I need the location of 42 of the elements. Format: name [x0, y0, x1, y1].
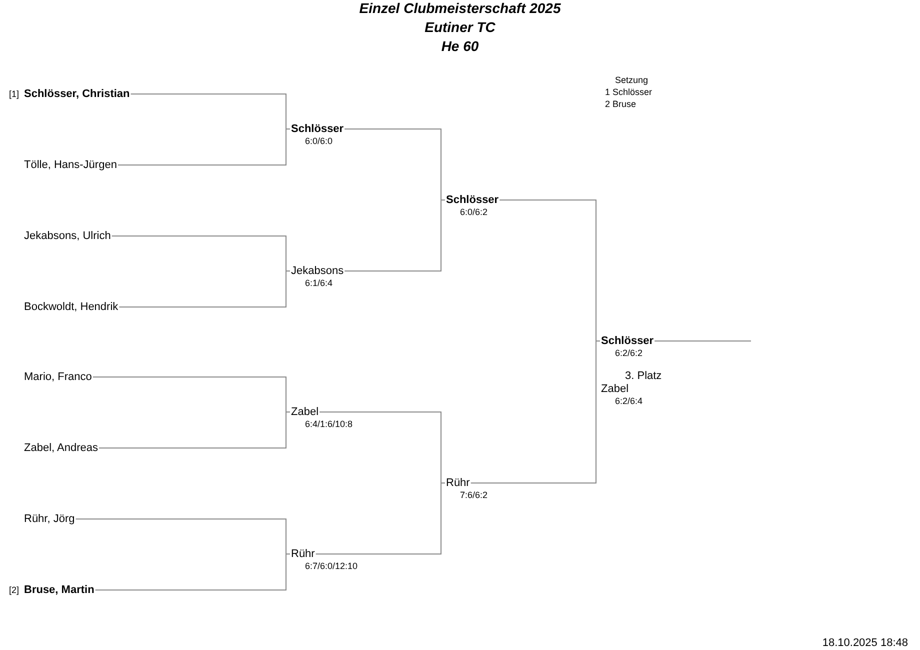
- club-name: Eutiner TC: [424, 19, 496, 36]
- player-name: Bruse, Martin: [24, 583, 94, 597]
- category: He 60: [440, 38, 480, 55]
- match-score: 6:7/6:0/12:10: [305, 561, 358, 572]
- player-name: Zabel: [601, 382, 629, 396]
- bracket-line: [98, 412, 290, 448]
- print-date: 18.10.2025 18:48: [822, 637, 908, 650]
- player-name: Schlösser: [601, 334, 654, 348]
- match-score: 6:2/6:2: [615, 348, 643, 359]
- match-score: 6:0/6:0: [305, 136, 333, 147]
- bracket-line: [315, 482, 446, 554]
- bracket-line: [118, 270, 290, 308]
- player-name: Rühr: [291, 547, 315, 561]
- bracket-line: [654, 340, 752, 342]
- player-name: Schlösser, Christian: [24, 87, 130, 101]
- match-score: 6:0/6:2: [460, 207, 488, 218]
- player-name: Jekabsons: [291, 264, 344, 278]
- match-score: 6:1/6:4: [305, 278, 333, 289]
- seed-number: [1]: [9, 89, 20, 100]
- match-score: 6:2/6:4: [615, 396, 643, 407]
- third-place-heading: 3. Platz: [625, 370, 662, 382]
- match-score: 6:4/1:6/10:8: [305, 419, 353, 430]
- player-name: Rühr: [446, 476, 470, 490]
- match-score: 7:6/6:2: [460, 490, 488, 501]
- player-name: Tölle, Hans-Jürgen: [24, 158, 117, 172]
- player-name: Bockwoldt, Hendrik: [24, 300, 118, 314]
- seeding-entry: 1 Schlösser: [605, 87, 652, 98]
- title: Einzel Clubmeisterschaft 2025: [358, 0, 562, 17]
- seeding-heading: Setzung: [615, 75, 648, 86]
- seeding-entry: 2 Bruse: [605, 99, 636, 110]
- player-name: Rühr, Jörg: [24, 512, 75, 526]
- bracket-line: [117, 128, 290, 166]
- player-name: Schlösser: [291, 122, 344, 136]
- seed-number: [2]: [9, 585, 20, 596]
- bracket-line: [470, 340, 600, 484]
- player-name: Schlösser: [446, 193, 499, 207]
- player-name: Zabel: [291, 405, 319, 419]
- player-name: Mario, Franco: [24, 370, 92, 384]
- bracket-line: [344, 200, 446, 272]
- player-name: Zabel, Andreas: [24, 441, 98, 455]
- player-name: Jekabsons, Ulrich: [24, 229, 111, 243]
- bracket-line: [94, 554, 290, 590]
